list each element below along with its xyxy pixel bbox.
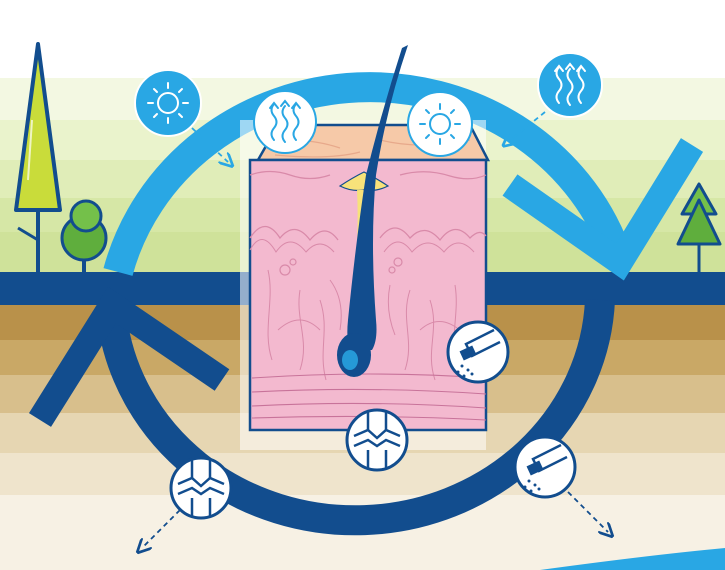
arrowhead-right-icon	[502, 138, 704, 281]
pipe-valve-icon	[345, 408, 409, 472]
heat-waves-icon	[537, 52, 603, 118]
dermal-papilla	[342, 350, 358, 370]
pipe-valve-icon	[169, 456, 233, 520]
sun-icon	[407, 91, 473, 157]
cycle-arc-top	[103, 72, 704, 281]
arrowhead-left-icon	[28, 286, 230, 427]
dashed-arrow	[567, 491, 608, 532]
spray-nozzle-icon	[513, 435, 577, 499]
round-tree-left	[60, 199, 108, 272]
sun-icon	[134, 69, 202, 137]
pine-tree-right	[676, 182, 722, 272]
cycle-arc-bottom	[28, 286, 615, 536]
heat-waves-icon	[253, 90, 317, 154]
tall-tree-left	[14, 42, 62, 272]
spray-nozzle-icon	[446, 320, 510, 384]
dashed-arrow	[508, 111, 546, 142]
hair-shaft	[347, 45, 408, 350]
corner-swoosh	[540, 548, 725, 570]
